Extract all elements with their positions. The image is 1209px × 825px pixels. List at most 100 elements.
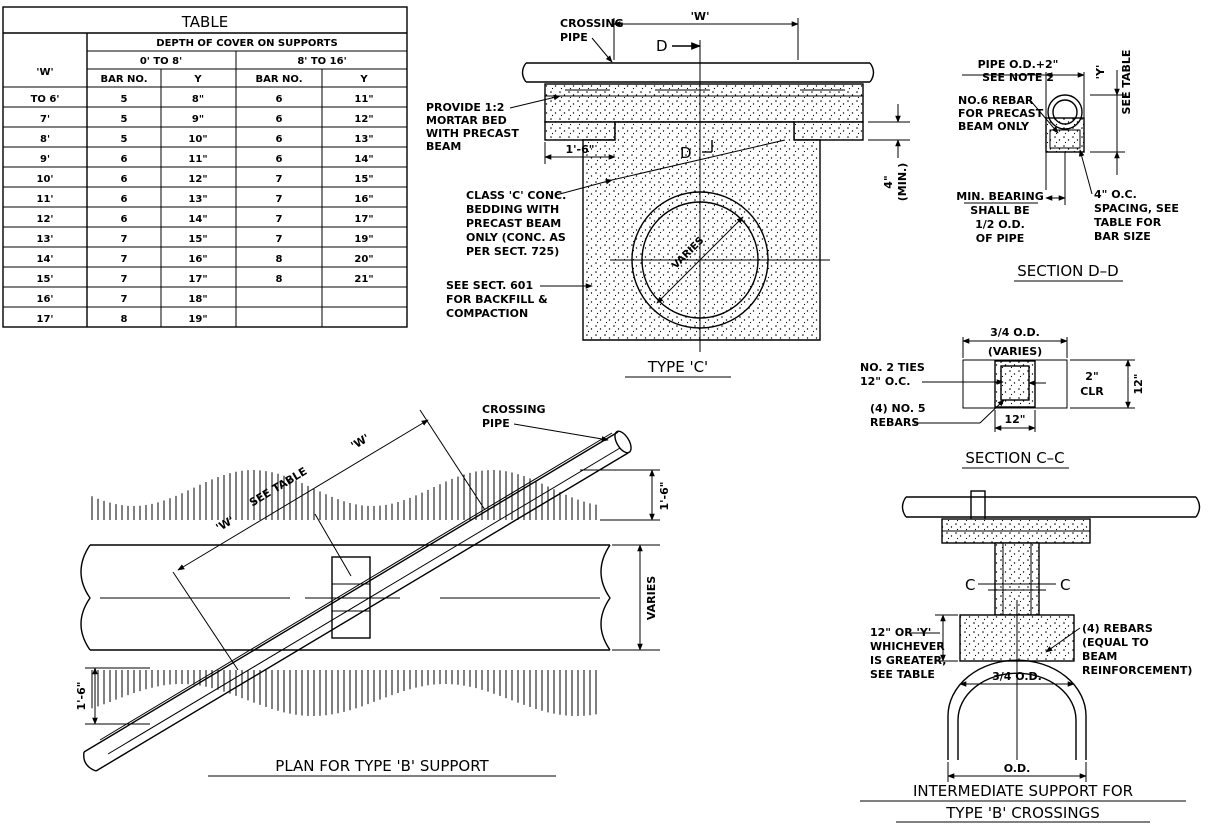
table-cell: 17" <box>354 214 373 225</box>
table-w-header: 'W' <box>36 67 53 78</box>
bedding-note: PER SECT. 725) <box>466 245 559 258</box>
table-cell: 7 <box>121 234 128 245</box>
type-c-title: TYPE 'C' <box>647 358 708 376</box>
intermediate-c-mark-left: C <box>965 576 975 594</box>
mortar-bed-note: MORTAR BED <box>426 114 507 127</box>
table-cell: 9" <box>192 114 204 125</box>
table-cell: 11" <box>354 94 373 105</box>
int-rebars-note: (EQUAL TO <box>1082 636 1149 649</box>
bearing-note: 1/2 O.D. <box>975 218 1025 231</box>
table-cell: 10' <box>37 174 54 185</box>
table-subheader: Y <box>193 74 202 85</box>
section-dd-detail: PIPE O.D.+2" SEE NOTE 2 'Y' SEE TABLE NO… <box>956 50 1179 282</box>
intermediate-c-mark-right: C <box>1060 576 1070 594</box>
type-c-crossing-pipe-label: CROSSING <box>560 17 624 30</box>
bedding-note: ONLY (CONC. AS <box>466 231 566 244</box>
cc-bottom-dim: 12" <box>1004 413 1025 426</box>
table-cell: 8 <box>276 254 283 265</box>
bearing-note: SHALL BE <box>970 204 1029 217</box>
table-cell: 16" <box>354 194 373 205</box>
table-cell: 6 <box>121 214 128 225</box>
table-cell: 19" <box>354 234 373 245</box>
bedding-note: CLASS 'C' CONC. <box>466 189 566 202</box>
table-cell: 7 <box>121 274 128 285</box>
bar-size-table: TABLE 'W' DEPTH OF COVER ON SUPPORTS 0' … <box>2 6 408 328</box>
table-cell: 8 <box>276 274 283 285</box>
table-cell: 19" <box>188 314 207 325</box>
table-cell: 7 <box>121 254 128 265</box>
int-od: O.D. <box>1004 762 1031 775</box>
type-c-crossing-pipe-label: PIPE <box>560 31 588 44</box>
plan-type-b-detail: SEE TABLE 'W' 'W' CROSSING PIPE 1'-6" VA… <box>75 403 671 777</box>
table-cell: 8' <box>40 134 50 145</box>
table-cell: 6 <box>121 174 128 185</box>
table-cell: 13' <box>37 234 54 245</box>
mortar-bed-note: PROVIDE 1:2 <box>426 101 504 114</box>
table-cell: 16" <box>188 254 207 265</box>
plan-w-dim-2: 'W' <box>214 514 237 535</box>
cc-width-dim: 3/4 O.D. <box>990 326 1040 339</box>
table-subheader: BAR NO. <box>101 74 148 85</box>
int-rebars-note: REINFORCEMENT) <box>1082 664 1192 677</box>
intermediate-title-2: TYPE 'B' CROSSINGS <box>945 804 1099 822</box>
backfill-note: SEE SECT. 601 <box>446 279 533 292</box>
table-cell: 5 <box>121 134 128 145</box>
intermediate-support-detail: C C 12" OR 'Y' WHICHEVER IS GREATER, SEE… <box>860 490 1201 823</box>
height-note: 12" OR 'Y' <box>870 626 931 639</box>
table-cell: 15" <box>354 174 373 185</box>
rebar-note: BEAM ONLY <box>958 120 1030 133</box>
table-cell: 13" <box>188 194 207 205</box>
plan-crossing-pipe-label: PIPE <box>482 417 510 430</box>
int-od34: 3/4 O.D. <box>992 670 1042 683</box>
int-rebars-note: BEAM <box>1082 650 1117 663</box>
cc-clr-dim: CLR <box>1080 385 1104 398</box>
table-cell: 20" <box>354 254 373 265</box>
table-range-1: 0' TO 8' <box>140 56 182 67</box>
table-cell: 8 <box>121 314 128 325</box>
type-c-4-min-dim: 4" <box>882 175 895 188</box>
table-cell: 6 <box>121 154 128 165</box>
table-cell: 6 <box>276 134 283 145</box>
table-cell: 11" <box>188 154 207 165</box>
table-cell: 18" <box>188 294 207 305</box>
type-c-4-min-dim: (MIN.) <box>896 163 909 201</box>
height-note: IS GREATER, <box>870 654 946 667</box>
plan-title: PLAN FOR TYPE 'B' SUPPORT <box>275 757 489 775</box>
plan-crossing-pipe-label: CROSSING <box>482 403 546 416</box>
table-cell: 14' <box>37 254 54 265</box>
section-d-mark-top: D <box>656 37 668 55</box>
bearing-note: MIN. BEARING <box>956 190 1043 203</box>
table-subheader: BAR NO. <box>256 74 303 85</box>
table-cell: 7 <box>276 174 283 185</box>
section-cc-title: SECTION C–C <box>965 449 1064 467</box>
mortar-bed-note: WITH PRECAST <box>426 127 519 140</box>
plan-w-dim: 'W' <box>349 432 372 453</box>
table-cell: TO 6' <box>31 94 60 105</box>
table-cell: 5 <box>121 94 128 105</box>
table-cell: 7 <box>276 194 283 205</box>
table-cell: 12" <box>354 114 373 125</box>
cc-rebars-note: (4) NO. 5 <box>870 402 926 415</box>
table-cell: 15" <box>188 234 207 245</box>
int-rebars-note: (4) REBARS <box>1082 622 1153 635</box>
table-depth-header: DEPTH OF COVER ON SUPPORTS <box>156 38 337 49</box>
bedding-note: PRECAST BEAM <box>466 217 561 230</box>
table-cell: 10" <box>188 134 207 145</box>
table-cell: 12" <box>188 174 207 185</box>
bedding-note: BEDDING WITH <box>466 203 559 216</box>
type-c-1-6-dim: 1'-6" <box>566 143 595 156</box>
table-cell: 6 <box>276 154 283 165</box>
bearing-note: OF PIPE <box>976 232 1024 245</box>
ties-note: 12" O.C. <box>860 375 910 388</box>
plan-dim-top: 1'-6" <box>658 482 671 511</box>
table-cell: 7 <box>276 214 283 225</box>
spacing-note: 4" O.C. <box>1094 188 1137 201</box>
table-cell: 12' <box>37 214 54 225</box>
spacing-note: SPACING, SEE <box>1094 202 1179 215</box>
pipe-od-note: PIPE O.D.+2" <box>978 58 1059 71</box>
table-cell: 11' <box>37 194 54 205</box>
intermediate-title-1: INTERMEDIATE SUPPORT FOR <box>913 782 1133 800</box>
section-dd-see-table: SEE TABLE <box>1120 50 1133 115</box>
section-d-mark-mid: D <box>680 144 692 162</box>
